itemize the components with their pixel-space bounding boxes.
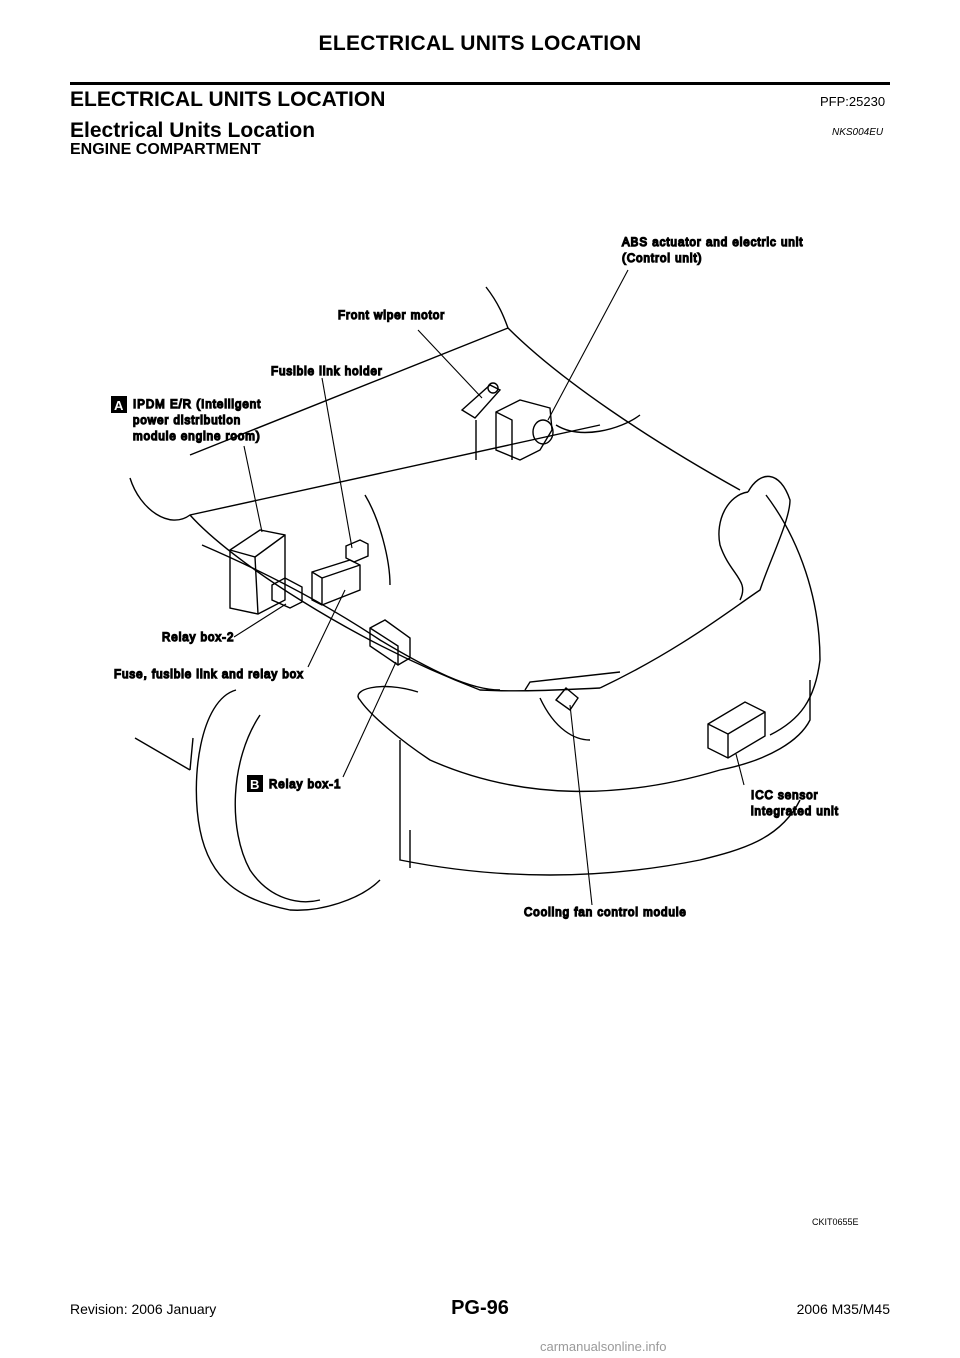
badge-a-letter: A (114, 398, 124, 413)
label-icc-sensor-line2: integrated unit (751, 806, 839, 818)
car-outline (129, 286, 821, 911)
subsection-heading: ENGINE COMPARTMENT (70, 141, 261, 158)
label-cooling-fan-module: Cooling fan control module (524, 907, 687, 919)
label-ipdm-line2: power distribution (133, 415, 241, 427)
relay-box-1-shape (369, 619, 411, 666)
pfp-code: PFP:25230 (820, 94, 886, 109)
footer-revision: Revision: 2006 January (70, 1301, 217, 1317)
label-ipdm-line3: module engine room) (133, 431, 261, 443)
relay-box-2-shape (271, 577, 303, 609)
badge-b-icon (247, 775, 263, 792)
label-ipdm-line1: IPDM E/R (Intelligent (133, 399, 261, 411)
label-relay-box-1: Relay box-1 (269, 779, 341, 791)
leader-lines (233, 269, 745, 906)
icc-sensor-shape (707, 701, 766, 759)
section-title: Electrical Units Location (70, 119, 316, 142)
label-relay-box-2: Relay box-2 (162, 632, 234, 644)
label-fuse-relay-box: Fuse, fusible link and relay box (114, 669, 304, 681)
abs-actuator-shape (495, 399, 554, 461)
fusible-link-holder-shape (345, 539, 369, 563)
fuse-relay-box-shape (311, 559, 361, 606)
label-front-wiper-motor: Front wiper motor (338, 310, 445, 322)
ipdm-module-shape (229, 529, 286, 615)
running-title: ELECTRICAL UNITS LOCATION (318, 32, 642, 55)
section-code: NKS004EU (832, 127, 884, 138)
watermark: carmanualsonline.info (540, 1339, 667, 1354)
page-title: ELECTRICAL UNITS LOCATION (70, 88, 386, 111)
fan-control-module-shape (554, 687, 579, 711)
wiper-motor-shape (460, 382, 502, 419)
title-rule (70, 82, 890, 85)
label-abs-actuator-line1: ABS actuator and electric unit (622, 237, 804, 249)
footer-model: 2006 M35/M45 (796, 1301, 890, 1317)
badge-a-icon (111, 396, 127, 413)
label-icc-sensor-line1: ICC sensor (751, 790, 819, 802)
footer-page-number: PG-96 (451, 1297, 509, 1319)
label-fusible-link-holder: Fusible link holder (271, 366, 383, 378)
label-abs-actuator-line2: (Control unit) (622, 253, 702, 265)
badge-b-letter: B (250, 777, 259, 792)
figure-code: CKIT0655E (812, 1217, 859, 1227)
